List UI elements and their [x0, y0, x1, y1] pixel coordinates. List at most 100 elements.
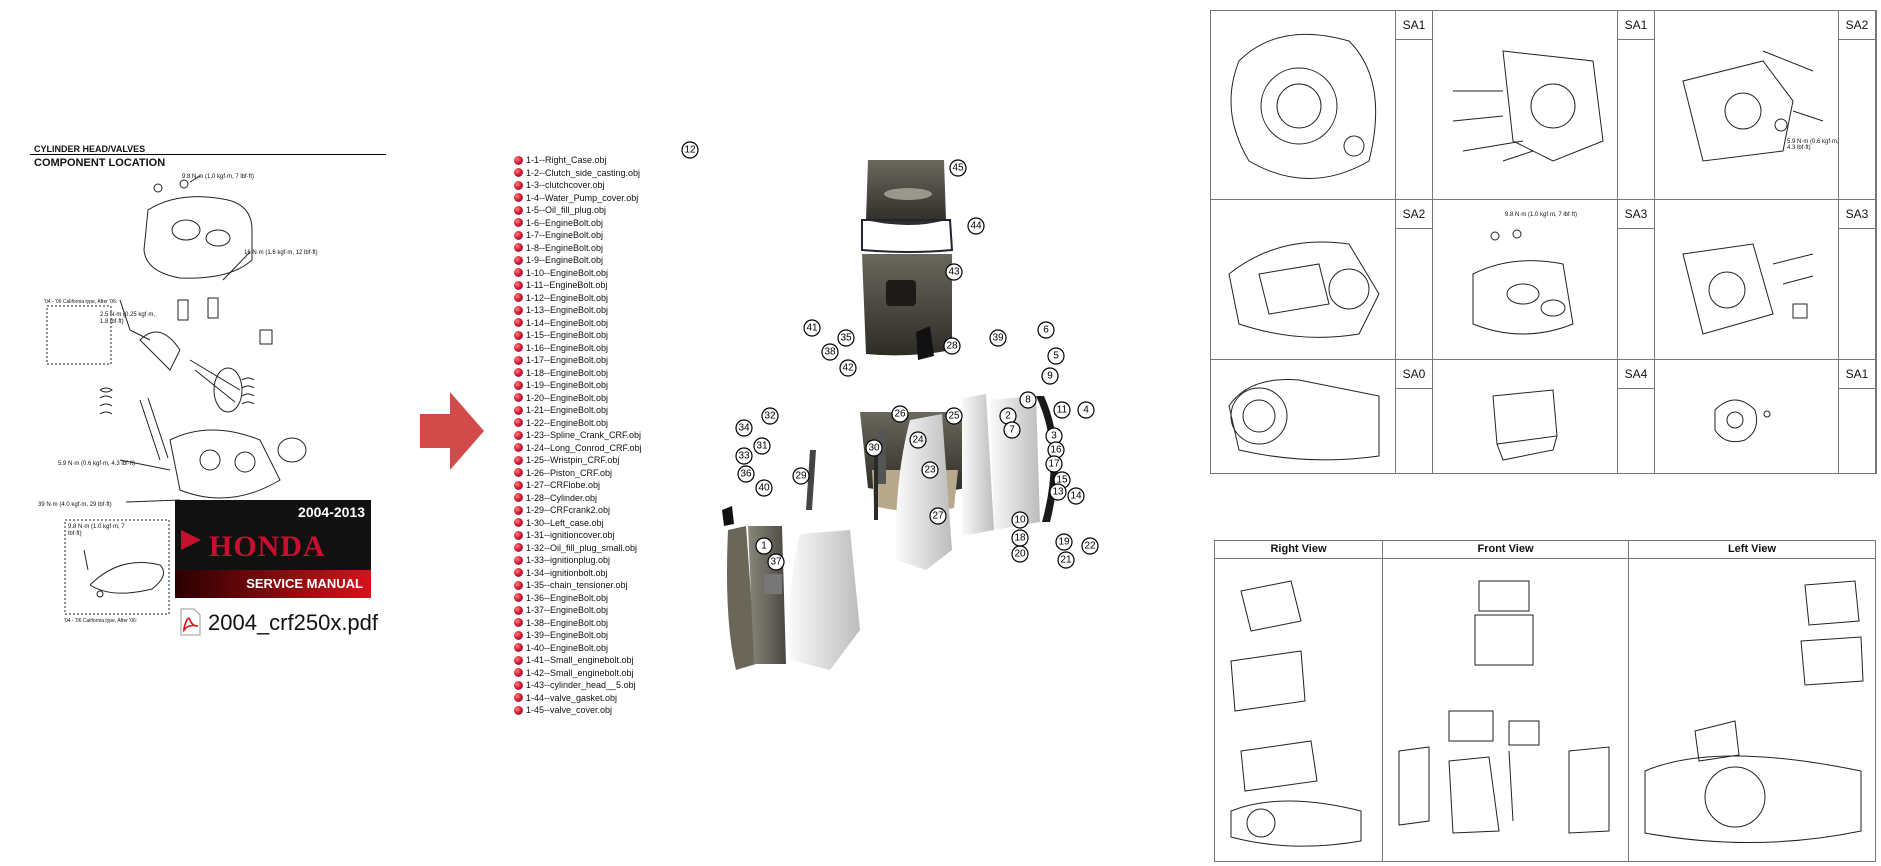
part-list-item[interactable]: 1-34--ignitionbolt.obj	[514, 567, 664, 580]
part-list-item[interactable]: 1-30--Left_case.obj	[514, 517, 664, 530]
part-callout[interactable]: 20	[1011, 545, 1029, 563]
front-view-column[interactable]: Front View	[1383, 541, 1629, 861]
part-list-item[interactable]: 1-8--EngineBolt.obj	[514, 242, 664, 255]
sa-cell-7[interactable]: SA0	[1211, 360, 1433, 473]
part-callout[interactable]: 44	[967, 217, 985, 235]
part-callout[interactable]: 4	[1077, 401, 1095, 419]
part-list-item[interactable]: 1-14--EngineBolt.obj	[514, 317, 664, 330]
part-list-item[interactable]: 1-21--EngineBolt.obj	[514, 404, 664, 417]
part-callout[interactable]: 17	[1045, 455, 1063, 473]
part-list-item[interactable]: 1-15--EngineBolt.obj	[514, 329, 664, 342]
part-callout[interactable]: 34	[735, 419, 753, 437]
part-callout[interactable]: 6	[1037, 321, 1055, 339]
part-list-item[interactable]: 1-13--EngineBolt.obj	[514, 304, 664, 317]
sa-cell-6[interactable]: SA3	[1655, 200, 1876, 360]
pdf-file-icon[interactable]	[178, 608, 202, 636]
part-callout[interactable]: 10	[1011, 511, 1029, 529]
part-callout[interactable]: 26	[891, 405, 909, 423]
part-list-item[interactable]: 1-11--EngineBolt.obj	[514, 279, 664, 292]
part-callout[interactable]: 31	[753, 437, 771, 455]
sa-cell-8[interactable]: SA4	[1433, 360, 1655, 473]
part-list-item[interactable]: 1-43--cylinder_head__5.obj	[514, 679, 664, 692]
part-callout[interactable]: 33	[735, 447, 753, 465]
part-callout[interactable]: 9	[1041, 367, 1059, 385]
part-callout[interactable]: 27	[929, 507, 947, 525]
part-list-item[interactable]: 1-2--Clutch_side_casting.obj	[514, 167, 664, 180]
left-view-column[interactable]: Left View	[1629, 541, 1875, 861]
part-list-item[interactable]: 1-9--EngineBolt.obj	[514, 254, 664, 267]
part-callout[interactable]: 37	[767, 553, 785, 571]
part-list-item[interactable]: 1-25--Wristpin_CRF.obj	[514, 454, 664, 467]
part-callout[interactable]: 22	[1081, 537, 1099, 555]
part-callout[interactable]: 18	[1011, 529, 1029, 547]
part-list-item[interactable]: 1-29--CRFcrank2.obj	[514, 504, 664, 517]
part-list-item[interactable]: 1-10--EngineBolt.obj	[514, 267, 664, 280]
part-list-item[interactable]: 1-32--Oil_fill_plug_small.obj	[514, 542, 664, 555]
part-callout[interactable]: 1	[755, 537, 773, 555]
part-list-item[interactable]: 1-31--ignitioncover.obj	[514, 529, 664, 542]
part-callout[interactable]: 13	[1049, 483, 1067, 501]
part-list-item[interactable]: 1-41--Small_enginebolt.obj	[514, 654, 664, 667]
part-callout[interactable]: 41	[803, 319, 821, 337]
part-list-item[interactable]: 1-26--Piston_CRF.obj	[514, 467, 664, 480]
part-callout[interactable]: 7	[1003, 421, 1021, 439]
sa-cell-4[interactable]: SA2	[1211, 200, 1433, 360]
part-callout[interactable]: 36	[737, 465, 755, 483]
part-list-item[interactable]: 1-27--CRFlobe.obj	[514, 479, 664, 492]
part-callout[interactable]: 40	[755, 479, 773, 497]
sa-cell-5[interactable]: SA3 9.8 N·m (1.0 kgf·m, 7 lbf·ft)	[1433, 200, 1655, 360]
part-callout[interactable]: 11	[1053, 401, 1071, 419]
part-list-item[interactable]: 1-39--EngineBolt.obj	[514, 629, 664, 642]
part-callout[interactable]: 3	[1045, 427, 1063, 445]
part-callout[interactable]: 8	[1019, 391, 1037, 409]
part-list-item[interactable]: 1-37--EngineBolt.obj	[514, 604, 664, 617]
part-callout[interactable]: 30	[865, 439, 883, 457]
part-list-item[interactable]: 1-23--Spline_Crank_CRF.obj	[514, 429, 664, 442]
part-list-item[interactable]: 1-19--EngineBolt.obj	[514, 379, 664, 392]
part-list-item[interactable]: 1-5--Oil_fill_plug.obj	[514, 204, 664, 217]
sa-cell-1[interactable]: SA1	[1211, 11, 1433, 200]
part-list-item[interactable]: 1-36--EngineBolt.obj	[514, 592, 664, 605]
part-list-item[interactable]: 1-35--chain_tensioner.obj	[514, 579, 664, 592]
part-list-item[interactable]: 1-3--clutchcover.obj	[514, 179, 664, 192]
part-callout[interactable]: 25	[945, 407, 963, 425]
part-callout[interactable]: 29	[792, 467, 810, 485]
part-callout[interactable]: 45	[949, 159, 967, 177]
part-callout[interactable]: 28	[943, 337, 961, 355]
part-list-item[interactable]: 1-20--EngineBolt.obj	[514, 392, 664, 405]
part-callout[interactable]: 39	[989, 329, 1007, 347]
part-callout[interactable]: 21	[1057, 551, 1075, 569]
part-callout[interactable]: 42	[839, 359, 857, 377]
part-callout[interactable]: 16	[1047, 441, 1065, 459]
part-callout[interactable]: 19	[1055, 533, 1073, 551]
part-list-item[interactable]: 1-18--EngineBolt.obj	[514, 367, 664, 380]
part-callout[interactable]: 43	[945, 263, 963, 281]
part-list-item[interactable]: 1-45--valve_cover.obj	[514, 704, 664, 717]
part-list-item[interactable]: 1-38--EngineBolt.obj	[514, 617, 664, 630]
part-list-item[interactable]: 1-4--Water_Pump_cover.obj	[514, 192, 664, 205]
part-list-item[interactable]: 1-6--EngineBolt.obj	[514, 217, 664, 230]
part-callout[interactable]: 2	[999, 407, 1017, 425]
sa-cell-3[interactable]: SA2 5.9 N·m (0.6 kgf·m, 4.3 lbf·ft)	[1655, 11, 1876, 200]
part-callout[interactable]: 32	[761, 407, 779, 425]
part-list-item[interactable]: 1-33--ignitionplug.obj	[514, 554, 664, 567]
part-list-item[interactable]: 1-17--EngineBolt.obj	[514, 354, 664, 367]
part-list-item[interactable]: 1-24--Long_Conrod_CRF.obj	[514, 442, 664, 455]
right-view-column[interactable]: Right View	[1215, 541, 1383, 861]
part-list-item[interactable]: 1-40--EngineBolt.obj	[514, 642, 664, 655]
part-callout[interactable]: 24	[909, 431, 927, 449]
part-callout[interactable]: 38	[821, 343, 839, 361]
part-list-item[interactable]: 1-42--Small_enginebolt.obj	[514, 667, 664, 680]
part-list-item[interactable]: 1-22--EngineBolt.obj	[514, 417, 664, 430]
part-list-item[interactable]: 1-16--EngineBolt.obj	[514, 342, 664, 355]
part-list-item[interactable]: 1-1--Right_Case.obj	[514, 154, 664, 167]
part-callout[interactable]: 14	[1067, 487, 1085, 505]
sa-cell-9[interactable]: SA1	[1655, 360, 1876, 473]
part-callout[interactable]: 5	[1047, 347, 1065, 365]
part-callout[interactable]: 35	[837, 329, 855, 347]
part-callout[interactable]: 12	[681, 141, 699, 159]
part-callout[interactable]: 23	[921, 461, 939, 479]
part-list-item[interactable]: 1-7--EngineBolt.obj	[514, 229, 664, 242]
pdf-filename[interactable]: 2004_crf250x.pdf	[208, 610, 379, 635]
part-list-item[interactable]: 1-12--EngineBolt.obj	[514, 292, 664, 305]
